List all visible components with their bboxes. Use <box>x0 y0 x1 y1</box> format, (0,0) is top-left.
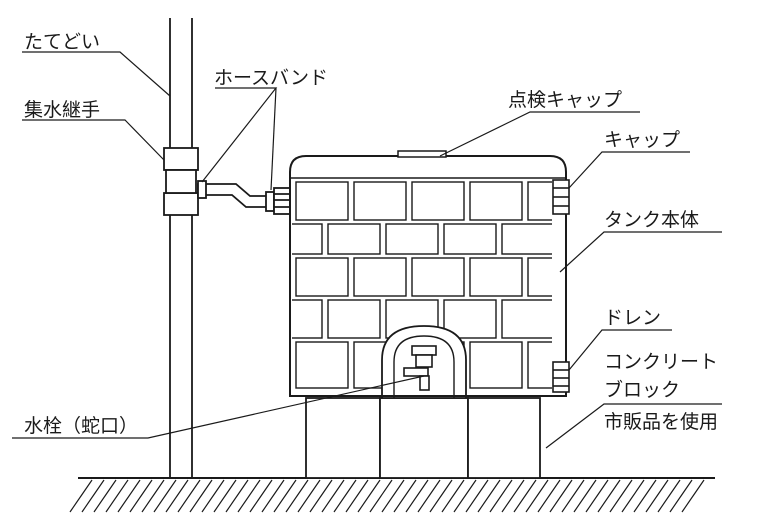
tank-brick <box>295 341 349 389</box>
ground-hatch-line <box>537 479 561 513</box>
label-downspout: たてどい <box>24 31 100 53</box>
ground-hatch-line <box>417 479 441 513</box>
ground-hatch-line <box>105 479 129 513</box>
ground-hatch-line <box>321 479 345 513</box>
ground-hatch-line <box>645 479 669 513</box>
collector-fitting <box>163 147 199 216</box>
ground-hatch-line <box>225 479 249 513</box>
tank-brick-pattern <box>292 181 552 389</box>
ground-hatch-line <box>633 479 657 513</box>
ground-hatch-line <box>621 479 645 513</box>
ground-hatch-line <box>237 479 261 513</box>
tank-brick <box>469 257 523 297</box>
ground-hatch-line <box>81 479 105 513</box>
ground-hatch-line <box>405 479 429 513</box>
ground-hatch-line <box>681 479 705 513</box>
leader-lines <box>12 51 722 449</box>
label-hose-band: ホースバンド <box>214 67 328 89</box>
label-faucet: 水栓（蛇口） <box>24 415 138 437</box>
ground-hatch-line <box>285 479 309 513</box>
hose-band-left <box>197 180 207 199</box>
tank-brick <box>292 299 323 339</box>
ground-hatch-line <box>585 479 609 513</box>
label-collector-fitting: 集水継手 <box>24 99 100 121</box>
downspout-pipe <box>169 18 193 478</box>
ground-hatch-line <box>597 479 621 513</box>
tank-brick <box>327 223 381 255</box>
ground-hatch-line <box>657 479 681 513</box>
ground-hatch-line <box>69 479 93 513</box>
ground-hatch-line <box>501 479 525 513</box>
ground-hatch-line <box>525 479 549 513</box>
faucet <box>403 345 437 391</box>
tank-brick <box>443 223 497 255</box>
tank-brick <box>353 181 407 221</box>
ground-hatch-line <box>93 479 117 513</box>
ground-hatch-line <box>477 479 501 513</box>
drain-cap <box>552 361 570 393</box>
ground-hatch-line <box>573 479 597 513</box>
hose <box>197 180 292 215</box>
tank-brick <box>501 223 552 255</box>
ground <box>69 477 715 513</box>
ground-hatch-line <box>153 479 177 513</box>
inspection-cap <box>397 150 447 158</box>
ground-hatch-line <box>333 479 357 513</box>
label-cap: キャップ <box>604 129 680 151</box>
tank-brick <box>527 341 552 389</box>
tank-brick <box>527 181 552 221</box>
ground-hatch-line <box>393 479 417 513</box>
label-commercial-product: 市販品を使用 <box>604 411 718 433</box>
ground-hatch-line <box>309 479 333 513</box>
tank-brick <box>295 257 349 297</box>
tank-brick <box>527 257 552 297</box>
ground-hatch-line <box>189 479 213 513</box>
label-concrete-block-2: ブロック <box>604 378 680 401</box>
tank-brick <box>385 223 439 255</box>
tank-brick <box>292 223 323 255</box>
ground-hatch-line <box>357 479 381 513</box>
ground-hatching <box>69 479 705 513</box>
tank-brick <box>501 299 552 339</box>
ground-hatch-line <box>261 479 285 513</box>
concrete-blocks <box>305 397 541 479</box>
ground-hatch-line <box>345 479 369 513</box>
cap-right-top <box>552 179 570 215</box>
tank-brick <box>411 181 465 221</box>
ground-hatch-line <box>177 479 201 513</box>
ground-hatch-line <box>441 479 465 513</box>
label-tank-body: タンク本体 <box>604 209 699 231</box>
ground-hatch-line <box>489 479 513 513</box>
ground-hatch-line <box>213 479 237 513</box>
label-inspection-cap: 点検キャップ <box>508 89 622 111</box>
label-concrete-block-1: コンクリート <box>604 351 718 373</box>
ground-hatch-line <box>297 479 321 513</box>
ground-hatch-line <box>609 479 633 513</box>
ground-hatch-line <box>249 479 273 513</box>
ground-hatch-line <box>561 479 585 513</box>
ground-hatch-line <box>513 479 537 513</box>
tank-brick <box>469 341 523 389</box>
ground-hatch-line <box>273 479 297 513</box>
ground-hatch-line <box>369 479 393 513</box>
ground-hatch-line <box>141 479 165 513</box>
ground-hatch-line <box>381 479 405 513</box>
ground-hatch-line <box>129 479 153 513</box>
ground-hatch-line <box>549 479 573 513</box>
tank-brick <box>469 181 523 221</box>
ground-hatch-line <box>453 479 477 513</box>
tank-brick <box>411 257 465 297</box>
tank-brick <box>327 299 381 339</box>
ground-hatch-line <box>201 479 225 513</box>
tank-brick <box>295 181 349 221</box>
ground-hatch-line <box>465 479 489 513</box>
tank-brick <box>353 257 407 297</box>
ground-hatch-line <box>165 479 189 513</box>
ground-hatch-line <box>669 479 693 513</box>
ground-hatch-line <box>429 479 453 513</box>
label-drain: ドレン <box>604 307 661 329</box>
ground-hatch-line <box>117 479 141 513</box>
hose-band-right <box>265 191 275 212</box>
